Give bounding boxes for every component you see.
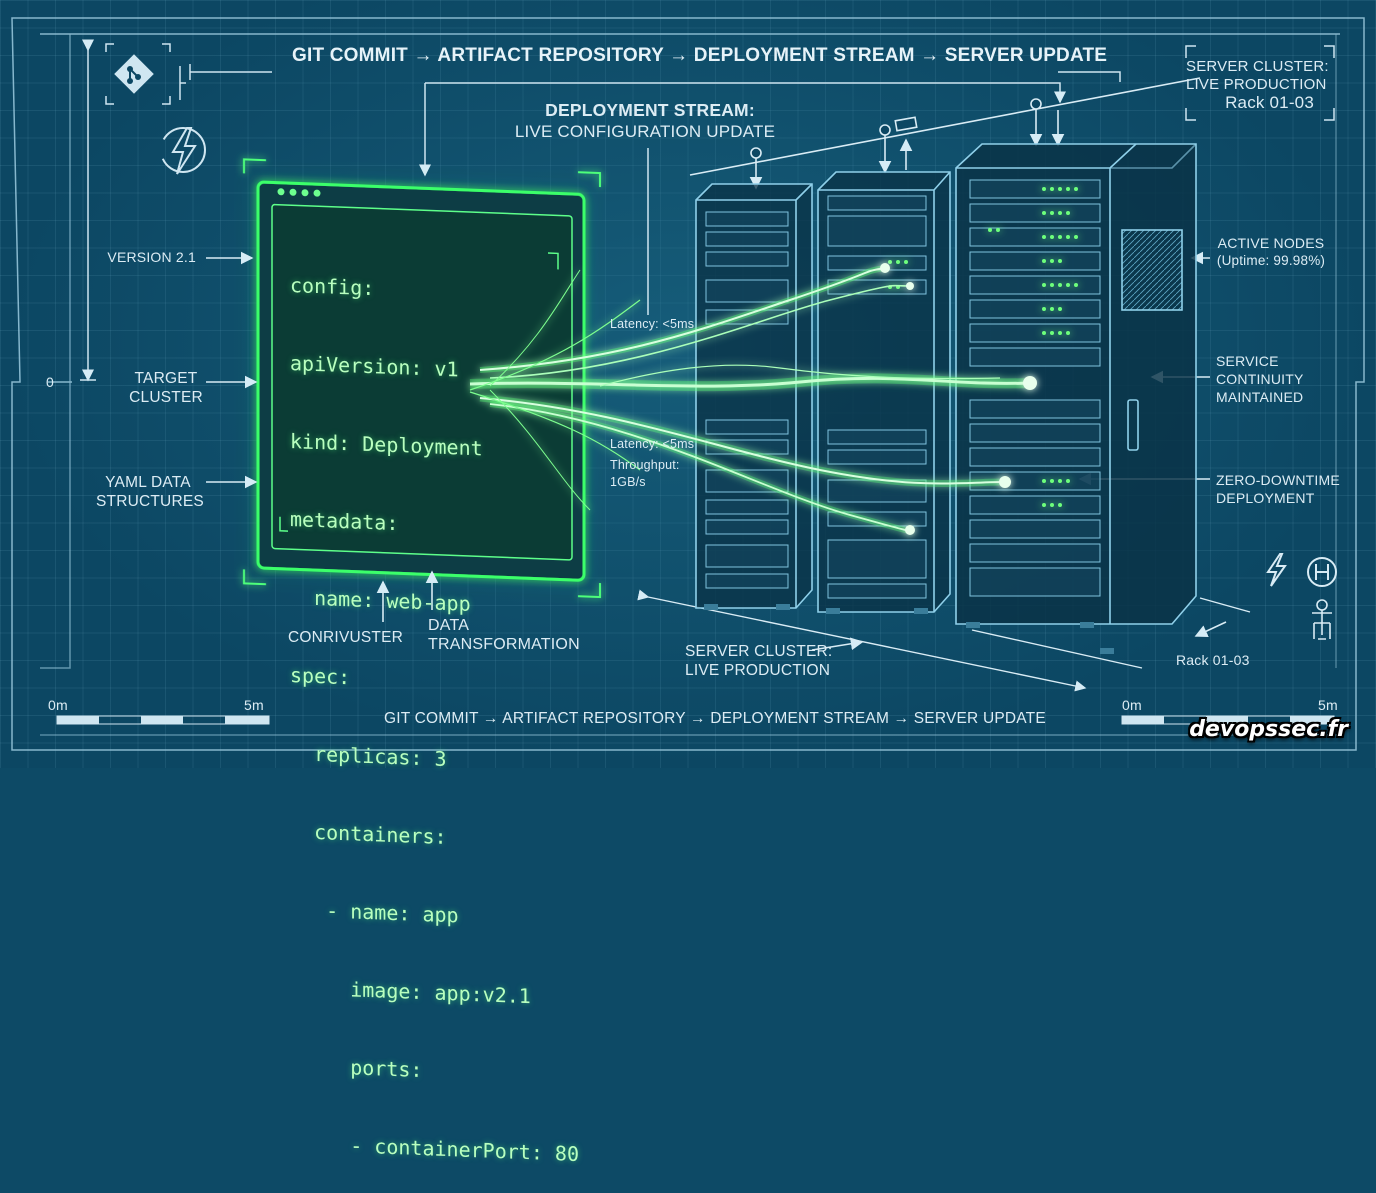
left-dimension-line [80, 39, 96, 382]
zero-marker-label: 0 [46, 374, 54, 390]
rack-units [705, 179, 1101, 599]
data-line2: TRANSFORMATION [428, 636, 580, 653]
code-line: spec: [290, 663, 351, 690]
yaml-line2: STRUCTURES [96, 493, 204, 510]
throughput-label: Throughput: 1GB/s [610, 457, 680, 491]
code-line: replicas: 3 [290, 741, 447, 772]
yaml-structures-label: YAML DATA STRUCTURES [96, 473, 204, 511]
service-line1: SERVICE [1216, 353, 1279, 369]
scale-left-end: 5m [244, 697, 264, 713]
yaml-line1: YAML DATA [105, 474, 191, 491]
diagram-artwork [11, 17, 1365, 751]
beam-endpoints [880, 263, 1037, 535]
hydrogen-icon [1307, 557, 1337, 587]
version-label: VERSION 2.1 [107, 249, 196, 265]
person-icon [1312, 599, 1332, 640]
overhead-cable [689, 77, 1201, 190]
stream-pointer [647, 148, 649, 315]
pipeline-connectors [189, 64, 1121, 177]
lightning-icon [160, 127, 206, 175]
cluster-bottom-line1: SERVER CLUSTER: [685, 643, 833, 660]
throughput-line1: Throughput: [610, 458, 680, 472]
target-line1: TARGET [134, 370, 198, 387]
data-transformation-label: DATA TRANSFORMATION [428, 616, 580, 654]
git-icon-frame [105, 43, 186, 105]
zero-downtime-label: ZERO-DOWNTIME DEPLOYMENT [1216, 471, 1340, 507]
code-line: - name: app [290, 897, 459, 928]
code-screen [243, 158, 601, 599]
scale-bar-left [56, 715, 270, 725]
cluster-label-line3: Rack 01-03 [1225, 93, 1314, 112]
stream-subtitle: LIVE CONFIGURATION UPDATE [514, 122, 776, 141]
active-nodes-label: ACTIVE NODES (Uptime: 99.98%) [1206, 234, 1336, 270]
scale-right-end: 5m [1318, 697, 1338, 713]
code-line: - containerPort: 80 [290, 1131, 579, 1167]
code-line: containers: [290, 819, 447, 850]
target-line2: CLUSTER [129, 389, 203, 406]
server-cluster-bottom-label: SERVER CLUSTER: LIVE PRODUCTION [685, 642, 832, 680]
active-line2: (Uptime: 99.98%) [1216, 253, 1326, 268]
code-line: ports: [290, 1053, 423, 1083]
cluster-label-frame [1185, 45, 1335, 121]
pipeline-title-bottom: GIT COMMIT → ARTIFACT REPOSITORY → DEPLO… [384, 710, 1046, 727]
lightning-small-icon [1266, 553, 1287, 587]
service-line3: MAINTAINED [1216, 389, 1304, 405]
active-line1: ACTIVE NODES [1217, 235, 1325, 251]
scale-right-start: 0m [1122, 697, 1142, 713]
target-cluster-label: TARGET CLUSTER [118, 369, 214, 407]
data-line1: DATA [428, 617, 470, 634]
cluster-label-line1: SERVER CLUSTER: [1186, 58, 1329, 75]
pipeline-title-top: GIT COMMIT → ARTIFACT REPOSITORY → DEPLO… [292, 45, 1108, 66]
watermark-logo: devopssec.fr [1189, 717, 1348, 742]
service-continuity-label: SERVICE CONTINUITY MAINTAINED [1216, 352, 1304, 406]
rack-bottom-label: Rack 01-03 [1176, 652, 1250, 668]
git-icon [114, 54, 154, 94]
conrivuster-label: CONRIVUSTER [288, 629, 404, 646]
rack-feet [704, 604, 1114, 654]
floor-dimensions [637, 589, 1251, 692]
latency-top-label: Latency: <5ms [610, 317, 695, 331]
throughput-line2: 1GB/s [610, 475, 646, 489]
code-line: metadata: [290, 507, 399, 536]
latency-bottom-label: Latency: <5ms [610, 437, 695, 451]
code-line: kind: Deployment [290, 429, 483, 461]
scale-bar-right [1121, 715, 1335, 725]
cluster-label-line2: LIVE PRODUCTION [1186, 76, 1327, 93]
zero-line2: DEPLOYMENT [1216, 490, 1315, 506]
stream-title: DEPLOYMENT STREAM: [545, 100, 755, 120]
blueprint-frame [11, 17, 1365, 751]
cluster-bottom-line2: LIVE PRODUCTION [685, 662, 831, 679]
code-line: config: [290, 273, 375, 301]
scale-left-start: 0m [48, 697, 68, 713]
cluster-label-top: SERVER CLUSTER: LIVE PRODUCTION Rack 01-… [1186, 58, 1329, 112]
status-leds [888, 187, 1078, 507]
service-line2: CONTINUITY [1216, 371, 1304, 387]
yaml-code-block: config: apiVersion: v1 kind: Deployment … [290, 220, 579, 1193]
code-line: apiVersion: v1 [290, 351, 459, 382]
code-line: image: app:v2.1 [290, 975, 531, 1009]
zero-line1: ZERO-DOWNTIME [1216, 472, 1340, 488]
